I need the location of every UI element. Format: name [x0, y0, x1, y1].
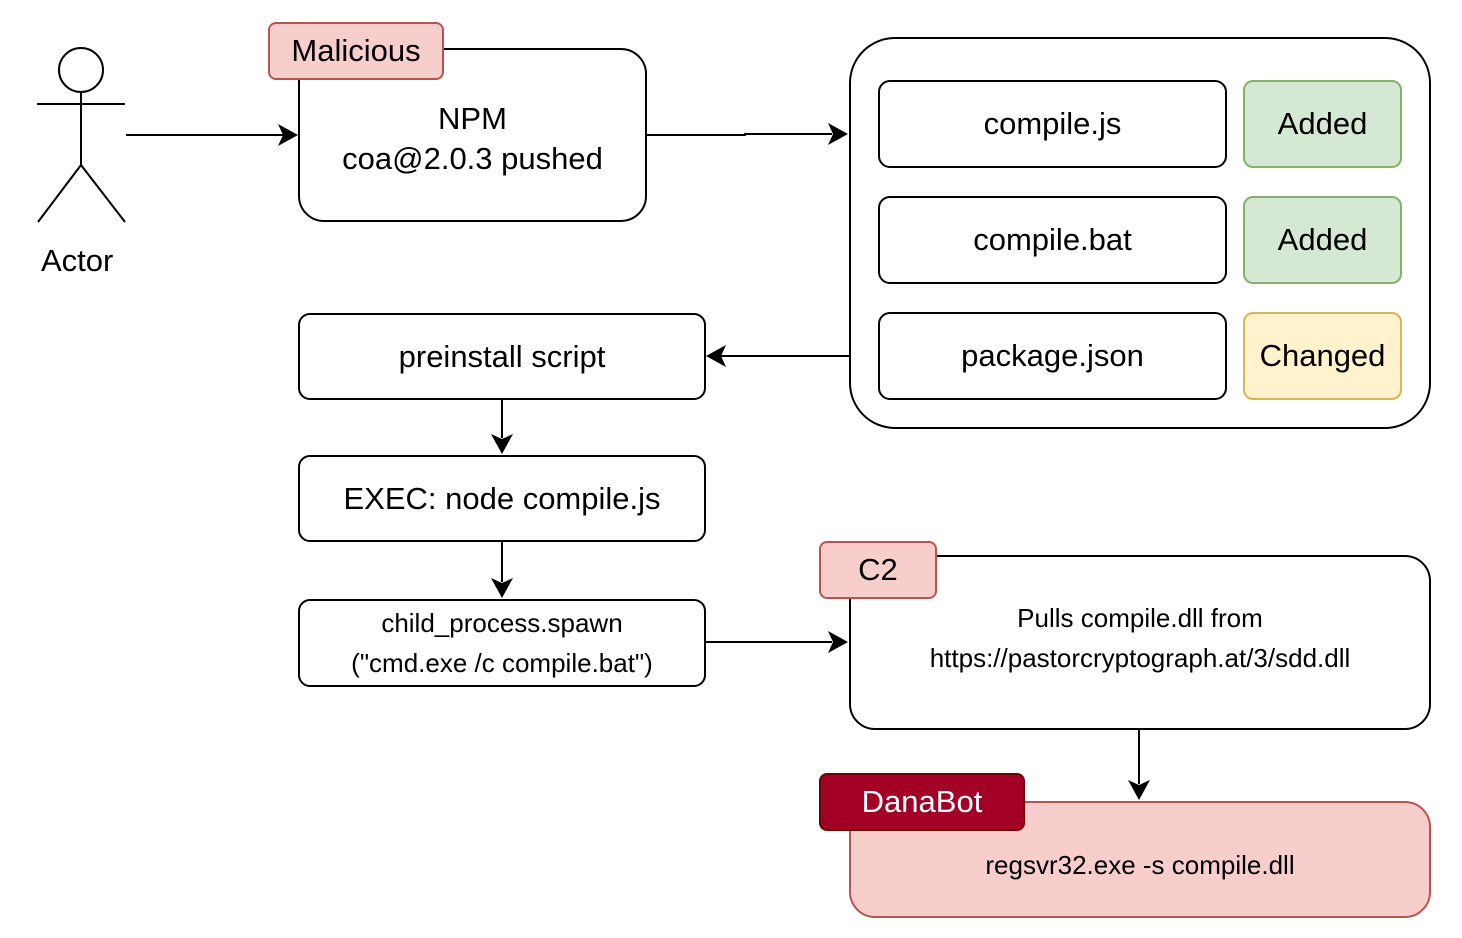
spawn-call: child_process.spawn	[381, 608, 623, 638]
danabot-tag: DanaBot	[819, 773, 1025, 831]
preinstall-script-node[interactable]: preinstall script	[298, 313, 706, 400]
c2-url: https://pastorcryptograph.at/3/sdd.dll	[929, 642, 1351, 673]
arrowhead	[491, 578, 513, 598]
file-package-json[interactable]: package.json	[878, 312, 1227, 400]
status-badge-added: Added	[1243, 80, 1402, 168]
c2-description: Pulls compile.dll from	[1017, 602, 1263, 633]
malicious-tag: Malicious	[268, 22, 444, 80]
npm-title: NPM	[438, 101, 507, 136]
actor-label: Actor	[41, 243, 114, 278]
npm-subtitle: coa@2.0.3 pushed	[342, 141, 603, 176]
spawn-args: ("cmd.exe /c compile.bat")	[351, 648, 653, 678]
arrowhead	[828, 123, 848, 145]
arrowhead	[1128, 780, 1150, 800]
arrowhead	[491, 434, 513, 454]
edge-npm-files	[647, 133, 832, 136]
arrowhead	[828, 631, 848, 653]
child-process-spawn-node[interactable]: child_process.spawn ("cmd.exe /c compile…	[298, 599, 706, 687]
status-badge-changed: Changed	[1243, 312, 1402, 400]
c2-tag: C2	[819, 541, 937, 599]
file-compile-js[interactable]: compile.js	[878, 80, 1227, 168]
file-compile-bat[interactable]: compile.bat	[878, 196, 1227, 284]
c2-download-node[interactable]: Pulls compile.dll from https://pastorcry…	[849, 555, 1431, 730]
arrowhead	[278, 124, 298, 146]
actor-figure-icon	[37, 47, 126, 223]
arrowhead	[706, 345, 726, 367]
exec-node-compile-node[interactable]: EXEC: node compile.js	[298, 455, 706, 542]
status-badge-added: Added	[1243, 196, 1402, 284]
